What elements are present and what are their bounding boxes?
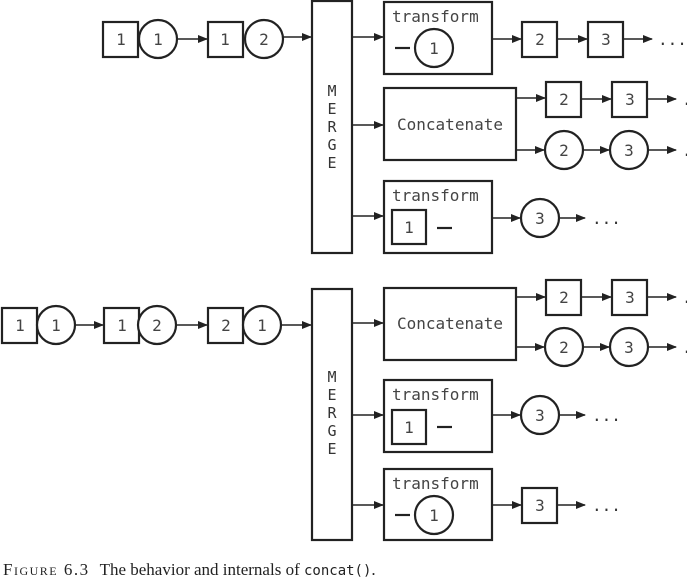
ellipsis: ...: [682, 90, 687, 109]
marble-value: 1: [220, 30, 230, 49]
merge-letter: E: [327, 154, 336, 172]
merge-letter: E: [327, 100, 336, 118]
merge-letter: R: [327, 118, 337, 136]
top-transform-square: transform 1 3 ...: [382, 179, 621, 255]
marble-value: 2: [221, 316, 231, 335]
bottom-input-stream: 1 1 1 2 2 1: [0, 304, 312, 346]
bottom-merge-block: M E R G E: [310, 287, 384, 542]
marble-value: 2: [559, 90, 569, 109]
marble-value: 3: [625, 288, 635, 307]
marble-value: 1: [404, 418, 414, 437]
marble-value: 2: [559, 338, 569, 357]
marble-value: 1: [429, 506, 439, 525]
merge-letter: G: [327, 422, 336, 440]
marble-value: 3: [601, 30, 611, 49]
marble-value: 2: [559, 288, 569, 307]
bottom-concatenate: Concatenate 2 3 ... 2 3 ...: [382, 278, 687, 368]
marble-value: 2: [535, 30, 545, 49]
merge-letter: R: [327, 404, 337, 422]
marble-value: 2: [259, 30, 269, 49]
ellipsis: ...: [682, 288, 687, 307]
marble-value: 3: [624, 141, 634, 160]
bottom-transform-circle: transform 1 3 ...: [382, 467, 621, 542]
marble-value: 1: [117, 316, 127, 335]
marble-value: 1: [51, 316, 61, 335]
marble-value: 1: [116, 30, 126, 49]
figure-number: Figure 6.3: [3, 560, 90, 579]
marble-value: 3: [535, 406, 545, 425]
ellipsis: ...: [658, 30, 687, 49]
merge-letter: M: [327, 368, 336, 386]
marble-value: 2: [152, 316, 162, 335]
marble-value: 3: [625, 90, 635, 109]
caption-end: .: [371, 560, 376, 579]
top-concatenate: Concatenate 2 3 ... 2 3 ...: [382, 80, 687, 171]
transform-label: transform: [392, 474, 479, 493]
circle-marble: [243, 18, 285, 60]
caption-text: The behavior and internals of: [99, 560, 304, 579]
marble-value: 1: [429, 39, 439, 58]
top-transform-circle: transform 1 2 3 ...: [382, 0, 687, 76]
caption-code: concat(): [303, 563, 372, 579]
square-marble: [206, 20, 245, 59]
concatenate-label: Concatenate: [397, 314, 503, 333]
merge-letter: E: [327, 386, 336, 404]
marble-value: 3: [624, 338, 634, 357]
merge-letter: M: [327, 82, 336, 100]
top-input-stream: 1 1 1 2: [101, 18, 312, 60]
merge-letter: E: [327, 440, 336, 458]
transform-label: transform: [392, 385, 479, 404]
top-merge-block: M E R G E: [310, 0, 384, 255]
concatenate-label: Concatenate: [397, 115, 503, 134]
transform-label: transform: [392, 186, 479, 205]
ellipsis: ...: [592, 496, 621, 515]
marble-value: 2: [559, 141, 569, 160]
ellipsis: ...: [592, 209, 621, 228]
marble-value: 1: [257, 316, 267, 335]
ellipsis: ...: [592, 406, 621, 425]
marble-value: 1: [404, 218, 414, 237]
merge-letter: G: [327, 136, 336, 154]
marble-value: 3: [535, 209, 545, 228]
transform-label: transform: [392, 7, 479, 26]
ellipsis: ...: [682, 141, 687, 160]
bottom-transform-square: transform 1 3 ...: [382, 378, 621, 454]
figure-caption: Figure 6.3 The behavior and internals of…: [3, 560, 376, 580]
marble-value: 3: [535, 496, 545, 515]
marble-value: 1: [15, 316, 25, 335]
ellipsis: ...: [682, 338, 687, 357]
square-marble: [101, 20, 140, 59]
marble-value: 1: [153, 30, 163, 49]
